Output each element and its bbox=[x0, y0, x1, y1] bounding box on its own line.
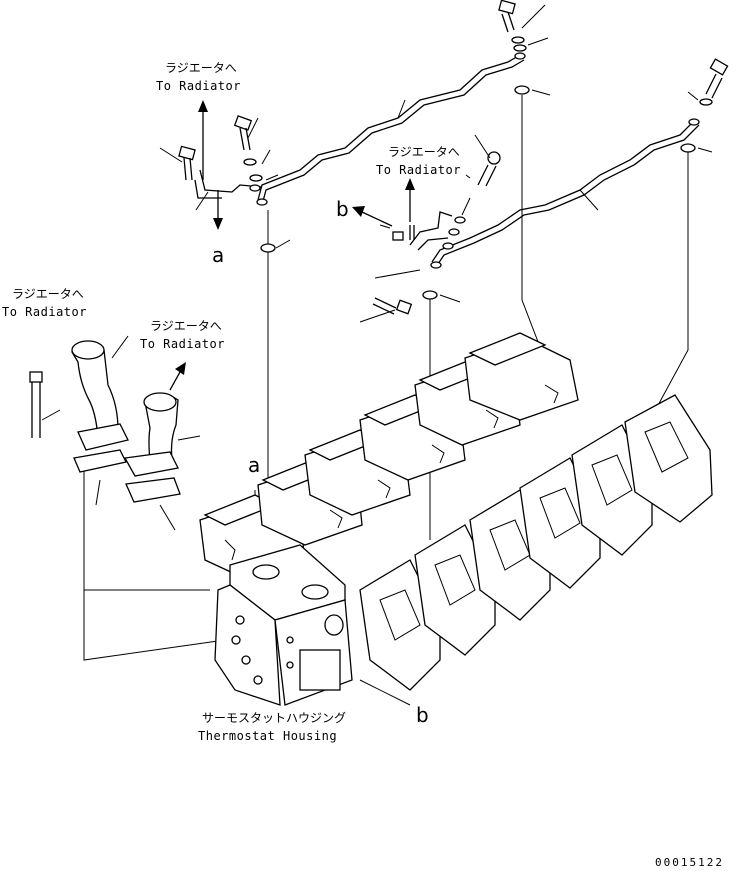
cylinder-head-row-upper bbox=[199, 332, 579, 581]
cylinder-head-row-lower bbox=[359, 394, 713, 691]
label-to-radiator-left: ラジエータへ To Radiator bbox=[2, 287, 87, 319]
ref-label-b-bracket: b bbox=[336, 197, 349, 221]
arrow-to-radiator-middle bbox=[352, 178, 415, 227]
elbow-pipe-left bbox=[71, 335, 129, 506]
label-to-radiator-middle: ラジエータへ To Radiator bbox=[376, 145, 461, 177]
ref-label-b-head: b bbox=[416, 703, 429, 727]
bracket-middle bbox=[374, 134, 501, 279]
label-radiator-jp: ラジエータへ bbox=[388, 145, 460, 159]
bolt-middle-left bbox=[359, 297, 413, 323]
ref-label-a-top: a bbox=[212, 243, 224, 267]
bolt-top-right bbox=[687, 58, 729, 106]
elbow-pipe-right bbox=[123, 392, 201, 531]
label-radiator-jp: ラジエータへ bbox=[12, 287, 84, 301]
ref-label-a-housing: a bbox=[248, 453, 260, 477]
water-tube-right bbox=[422, 118, 713, 303]
label-radiator-jp: ラジエータへ bbox=[165, 61, 237, 75]
cylinder-head-6 bbox=[464, 332, 579, 421]
label-radiator-en: To Radiator bbox=[156, 79, 241, 93]
label-radiator-en: To Radiator bbox=[2, 305, 87, 319]
label-to-radiator-top-left: ラジエータへ To Radiator bbox=[156, 61, 241, 93]
cylinder-head-bottom-6 bbox=[624, 394, 713, 523]
label-radiator-en: To Radiator bbox=[376, 163, 461, 177]
arrow-to-radiator-top-left bbox=[198, 100, 223, 230]
label-radiator-en: To Radiator bbox=[140, 337, 225, 351]
leader-lines bbox=[83, 95, 689, 706]
label-radiator-jp: ラジエータへ bbox=[150, 319, 222, 333]
bracket-upper-left bbox=[159, 115, 279, 211]
thermostat-housing bbox=[214, 544, 353, 706]
figure-code: 00015122 bbox=[655, 856, 724, 869]
arrow-to-radiator-left bbox=[169, 362, 186, 391]
label-thermostat-housing: サーモスタットハウジング Thermostat Housing bbox=[198, 711, 346, 743]
label-to-radiator-center: ラジエータへ To Radiator bbox=[140, 319, 225, 351]
water-tube-upper-left bbox=[256, 52, 551, 253]
bolt-top-center bbox=[498, 0, 549, 52]
long-bolt-left bbox=[29, 371, 61, 438]
label-thermostat-jp: サーモスタットハウジング bbox=[202, 711, 346, 725]
label-thermostat-en: Thermostat Housing bbox=[198, 729, 337, 743]
